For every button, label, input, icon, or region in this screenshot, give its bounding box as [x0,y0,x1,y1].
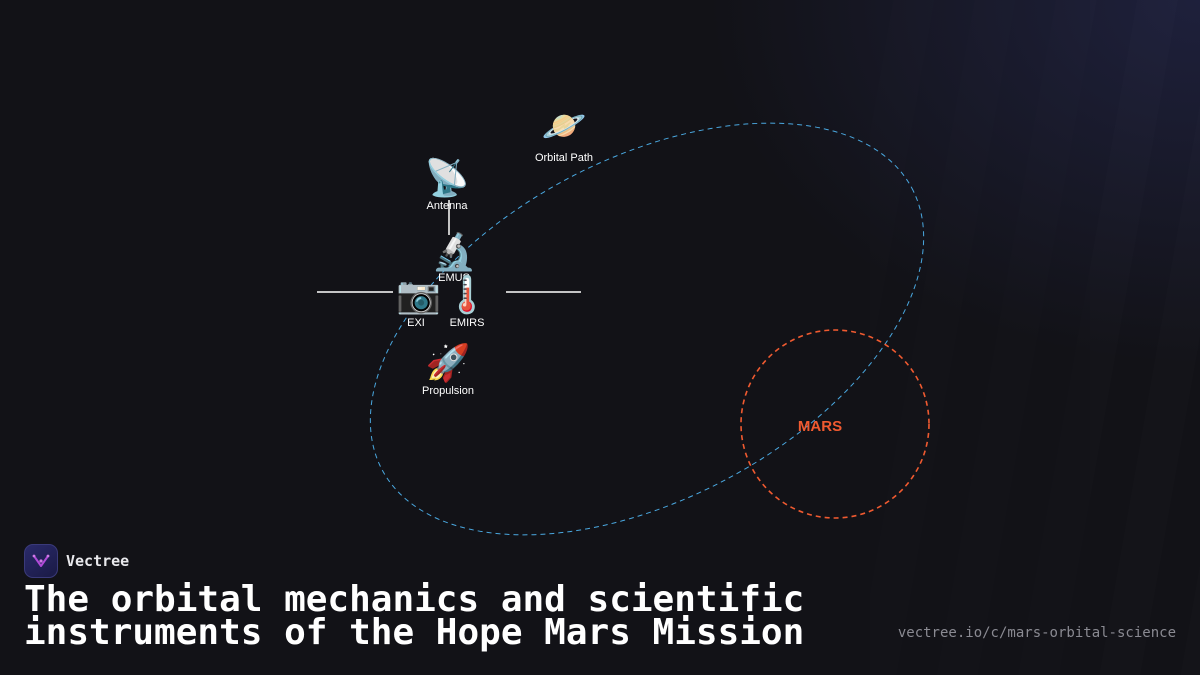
node-propulsion[interactable]: 🚀 Propulsion [414,342,482,398]
node-label-orbital-path: Orbital Path [534,152,594,164]
node-label-emus: EMUS [438,272,470,284]
satellite-dish-icon: 📡 [424,157,470,198]
ringed-planet-icon: 🪐 [541,105,587,146]
node-exi[interactable]: 📷 EXI [396,274,441,330]
node-orbital-path[interactable]: 🪐 Orbital Path [528,105,600,165]
rocket-icon: 🚀 [425,342,471,383]
node-label-exi: EXI [407,317,425,329]
microscope-icon: 🔬 [431,231,477,272]
node-emirs[interactable]: 🌡️ EMIRS [444,274,490,330]
node-label-emirs: EMIRS [449,317,485,329]
thermometer-icon: 🌡️ [444,274,490,315]
page-title: The orbital mechanics and scientific ins… [24,579,805,653]
node-antenna[interactable]: 📡 Antenna [417,157,477,213]
node-label-propulsion: Propulsion [422,385,474,397]
node-label-antenna: Antenna [426,200,468,212]
camera-icon: 📷 [396,274,441,315]
vectree-logo-icon [24,544,58,578]
source-url[interactable]: vectree.io/c/mars-orbital-science [897,625,1176,641]
brand[interactable]: Vectree [24,544,129,578]
mars-circle [740,329,930,519]
node-emus[interactable]: 🔬 EMUS [424,231,484,285]
mars-label: MARS [797,418,843,435]
orbit-ellipse [369,122,925,536]
brand-name: Vectree [66,552,130,570]
